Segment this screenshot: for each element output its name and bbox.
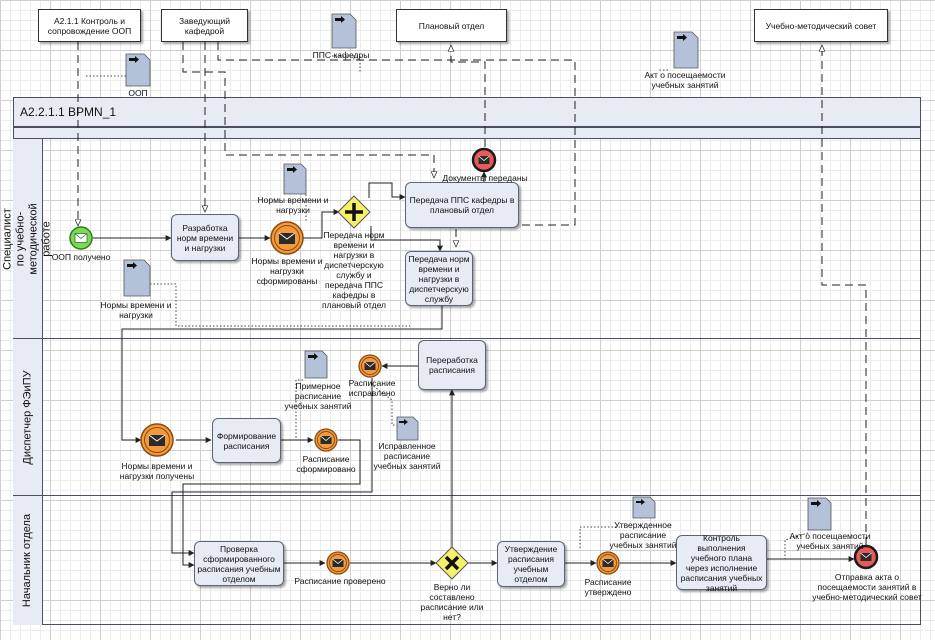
doc-oop-icon <box>125 53 151 87</box>
task-form-schedule[interactable]: Формирование расписания <box>212 418 281 463</box>
msg-head-to-docs <box>182 42 434 178</box>
label-doc-draft-schedule: Примерное расписание учебных занятий <box>284 381 352 411</box>
doc-act-top-icon <box>673 31 699 69</box>
doc-approved-schedule-icon <box>632 496 656 519</box>
task-control-plan[interactable]: Контроль выполнения учебного плана через… <box>676 533 767 593</box>
pool-subheader <box>13 127 921 139</box>
event-norms-received[interactable] <box>140 423 174 457</box>
pool-header: А2.2.1.1 BPMN_1 <box>13 97 921 127</box>
label-doc-norms2: Нормы времени и нагрузки <box>100 300 172 320</box>
seq-transfer-received <box>121 306 443 443</box>
task-transfer-norms[interactable]: Передача норм времени и нагрузки в диспе… <box>405 251 473 306</box>
external-academic-council: Учебно-методический совет <box>754 9 888 42</box>
label-gateway-parallel: Передача норм времени и нагрузки в диспе… <box>322 230 386 310</box>
label-doc-fixed-schedule: Исправленное расписание учебных занятий <box>373 441 441 471</box>
event-schedule-formed[interactable] <box>314 428 338 452</box>
label-doc-approved-schedule: Утвержденное расписание учебных занятий <box>609 520 677 550</box>
pool-title: А2.2.1.1 BPMN_1 <box>20 105 117 119</box>
external-control-oop: А2.1.1 Контроль и сопровождение ООП <box>38 9 141 42</box>
event-schedule-approved[interactable] <box>596 551 620 575</box>
label-oop-received: ООП получено <box>51 252 111 262</box>
task-develop-norms[interactable]: Разработка норм времени и нагрузки <box>171 214 239 261</box>
label-act-sent: Отправка акта о посещаемости занятий в у… <box>812 572 922 602</box>
seq-gateway-pps <box>368 182 406 200</box>
msg-docs-to-planning <box>451 45 486 147</box>
lane-dispatcher <box>13 339 921 496</box>
event-act-sent[interactable] <box>853 544 879 570</box>
label-doc-pps: ППС кафедры <box>312 50 370 60</box>
lane-header-divider-1 <box>13 338 43 339</box>
label-schedule-approved: Расписание утверждено <box>584 577 632 597</box>
doc-fixed-schedule-icon <box>396 416 419 441</box>
task-check-schedule[interactable]: Проверка сформированного расписания учеб… <box>194 541 284 586</box>
doc-act-bottom-icon <box>807 497 832 531</box>
lane-header-divider-2 <box>13 495 43 496</box>
label-gateway-decision: Верно ли составлено расписание или нет? <box>420 582 484 622</box>
label-schedule-formed: Расписание сформировано <box>296 454 356 474</box>
event-docs-transferred[interactable] <box>471 147 497 173</box>
task-approve-schedule[interactable]: Утверждение расписания учебным отделом <box>497 541 565 587</box>
task-transfer-pps[interactable]: Передача ППС кафедры в плановый отдел <box>405 182 519 228</box>
seq-fixed-check <box>171 378 373 556</box>
msg-head-to-transfer <box>217 42 576 247</box>
event-oop-received[interactable] <box>69 226 93 250</box>
label-docs-transferred: Документы переданы <box>442 173 528 183</box>
gateway-parallel[interactable] <box>337 195 371 229</box>
seq-norms-gateway <box>302 209 340 239</box>
label-doc-norms: Нормы времени и нагрузки <box>257 195 329 215</box>
event-norms-formed[interactable] <box>270 221 304 255</box>
seq-gateway-transfer <box>370 226 443 252</box>
event-schedule-fixed[interactable] <box>358 354 382 378</box>
label-norms-formed: Нормы времени и нагрузки сформированы <box>251 256 323 286</box>
label-norms-received: Нормы времени и нагрузки получены <box>119 461 195 481</box>
msg-act-to-council <box>822 45 867 545</box>
external-head-of-dept: Заведующий кафедрой <box>161 9 248 42</box>
lane-header-strip <box>13 139 43 625</box>
seq-formed-check <box>182 439 361 568</box>
external-planning-dept: Плановый отдел <box>396 9 507 42</box>
event-schedule-checked[interactable] <box>326 551 350 575</box>
label-doc-act-top: Акт о посещаемости учебных занятий <box>644 70 726 90</box>
doc-pps-icon <box>331 13 357 49</box>
label-schedule-fixed: Расписание исправлено <box>348 378 396 398</box>
label-doc-oop: ООП <box>128 88 148 98</box>
label-schedule-checked: Расписание проверено <box>294 576 386 586</box>
doc-norms2-icon <box>123 259 151 297</box>
gateway-decision[interactable] <box>435 546 469 580</box>
task-rework-schedule[interactable]: Переработка расписания <box>418 340 486 390</box>
lane-specialist <box>13 139 921 339</box>
label-doc-act-bottom: Акт о посещаемости учебных занятий <box>789 531 871 551</box>
doc-norms-icon <box>283 163 307 195</box>
